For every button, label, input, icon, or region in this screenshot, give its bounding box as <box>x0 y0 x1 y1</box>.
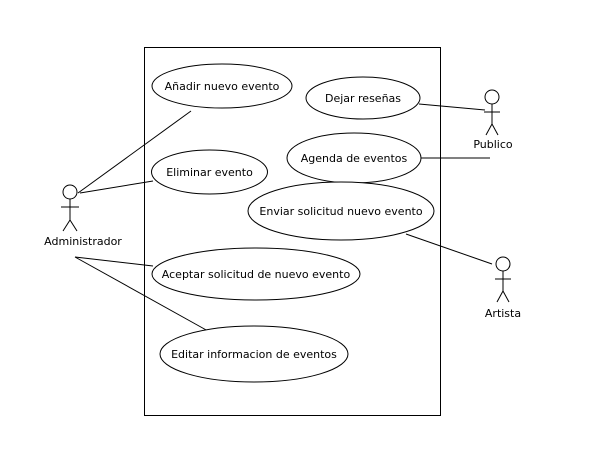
assoc-admin-aceptar <box>74 256 154 267</box>
use-case-eliminar[interactable]: Eliminar evento <box>151 149 268 195</box>
use-case-ellipse <box>151 149 268 195</box>
actor-label: Publico <box>473 138 513 151</box>
use-case-ellipse <box>151 63 293 109</box>
stick-figure-icon <box>61 184 79 232</box>
use-case-label: Agenda de eventos <box>301 152 408 165</box>
stick-figure-icon <box>495 256 511 303</box>
use-case-anadir[interactable]: Añadir nuevo evento <box>151 63 293 109</box>
use-case-dejar[interactable]: Dejar reseñas <box>305 76 421 120</box>
assoc-publico-dejar <box>418 103 486 111</box>
use-case-ellipse <box>159 325 349 383</box>
use-case-label: Enviar solicitud nuevo evento <box>259 205 422 218</box>
assoc-admin-eliminar <box>79 180 154 194</box>
assoc-artista-enviar <box>405 233 493 265</box>
actor-publico[interactable]: Publico <box>473 89 513 151</box>
use-case-ellipse <box>247 181 435 241</box>
use-case-label: Dejar reseñas <box>325 92 401 105</box>
use-case-label: Aceptar solicitud de nuevo evento <box>162 268 351 281</box>
use-case-label: Eliminar evento <box>166 166 253 179</box>
use-case-label: Editar informacion de eventos <box>171 348 337 361</box>
stick-figure-icon <box>484 89 500 136</box>
use-case-agenda[interactable]: Agenda de eventos <box>286 132 422 184</box>
use-case-editar[interactable]: Editar informacion de eventos <box>159 325 349 383</box>
actor-artista[interactable]: Artista <box>485 256 521 320</box>
associations <box>74 103 493 332</box>
assoc-admin-anadir <box>77 110 192 194</box>
use-case-enviar[interactable]: Enviar solicitud nuevo evento <box>247 181 435 241</box>
actor-label: Administrador <box>44 235 122 248</box>
use-case-ellipse <box>151 247 361 301</box>
use-case-label: Añadir nuevo evento <box>165 80 280 93</box>
actor-label: Artista <box>485 307 521 320</box>
assoc-admin-editar <box>74 256 209 332</box>
use-case-ellipse <box>305 76 421 120</box>
actor-administrador[interactable]: Administrador <box>44 184 122 248</box>
use-case-aceptar[interactable]: Aceptar solicitud de nuevo evento <box>151 247 361 301</box>
